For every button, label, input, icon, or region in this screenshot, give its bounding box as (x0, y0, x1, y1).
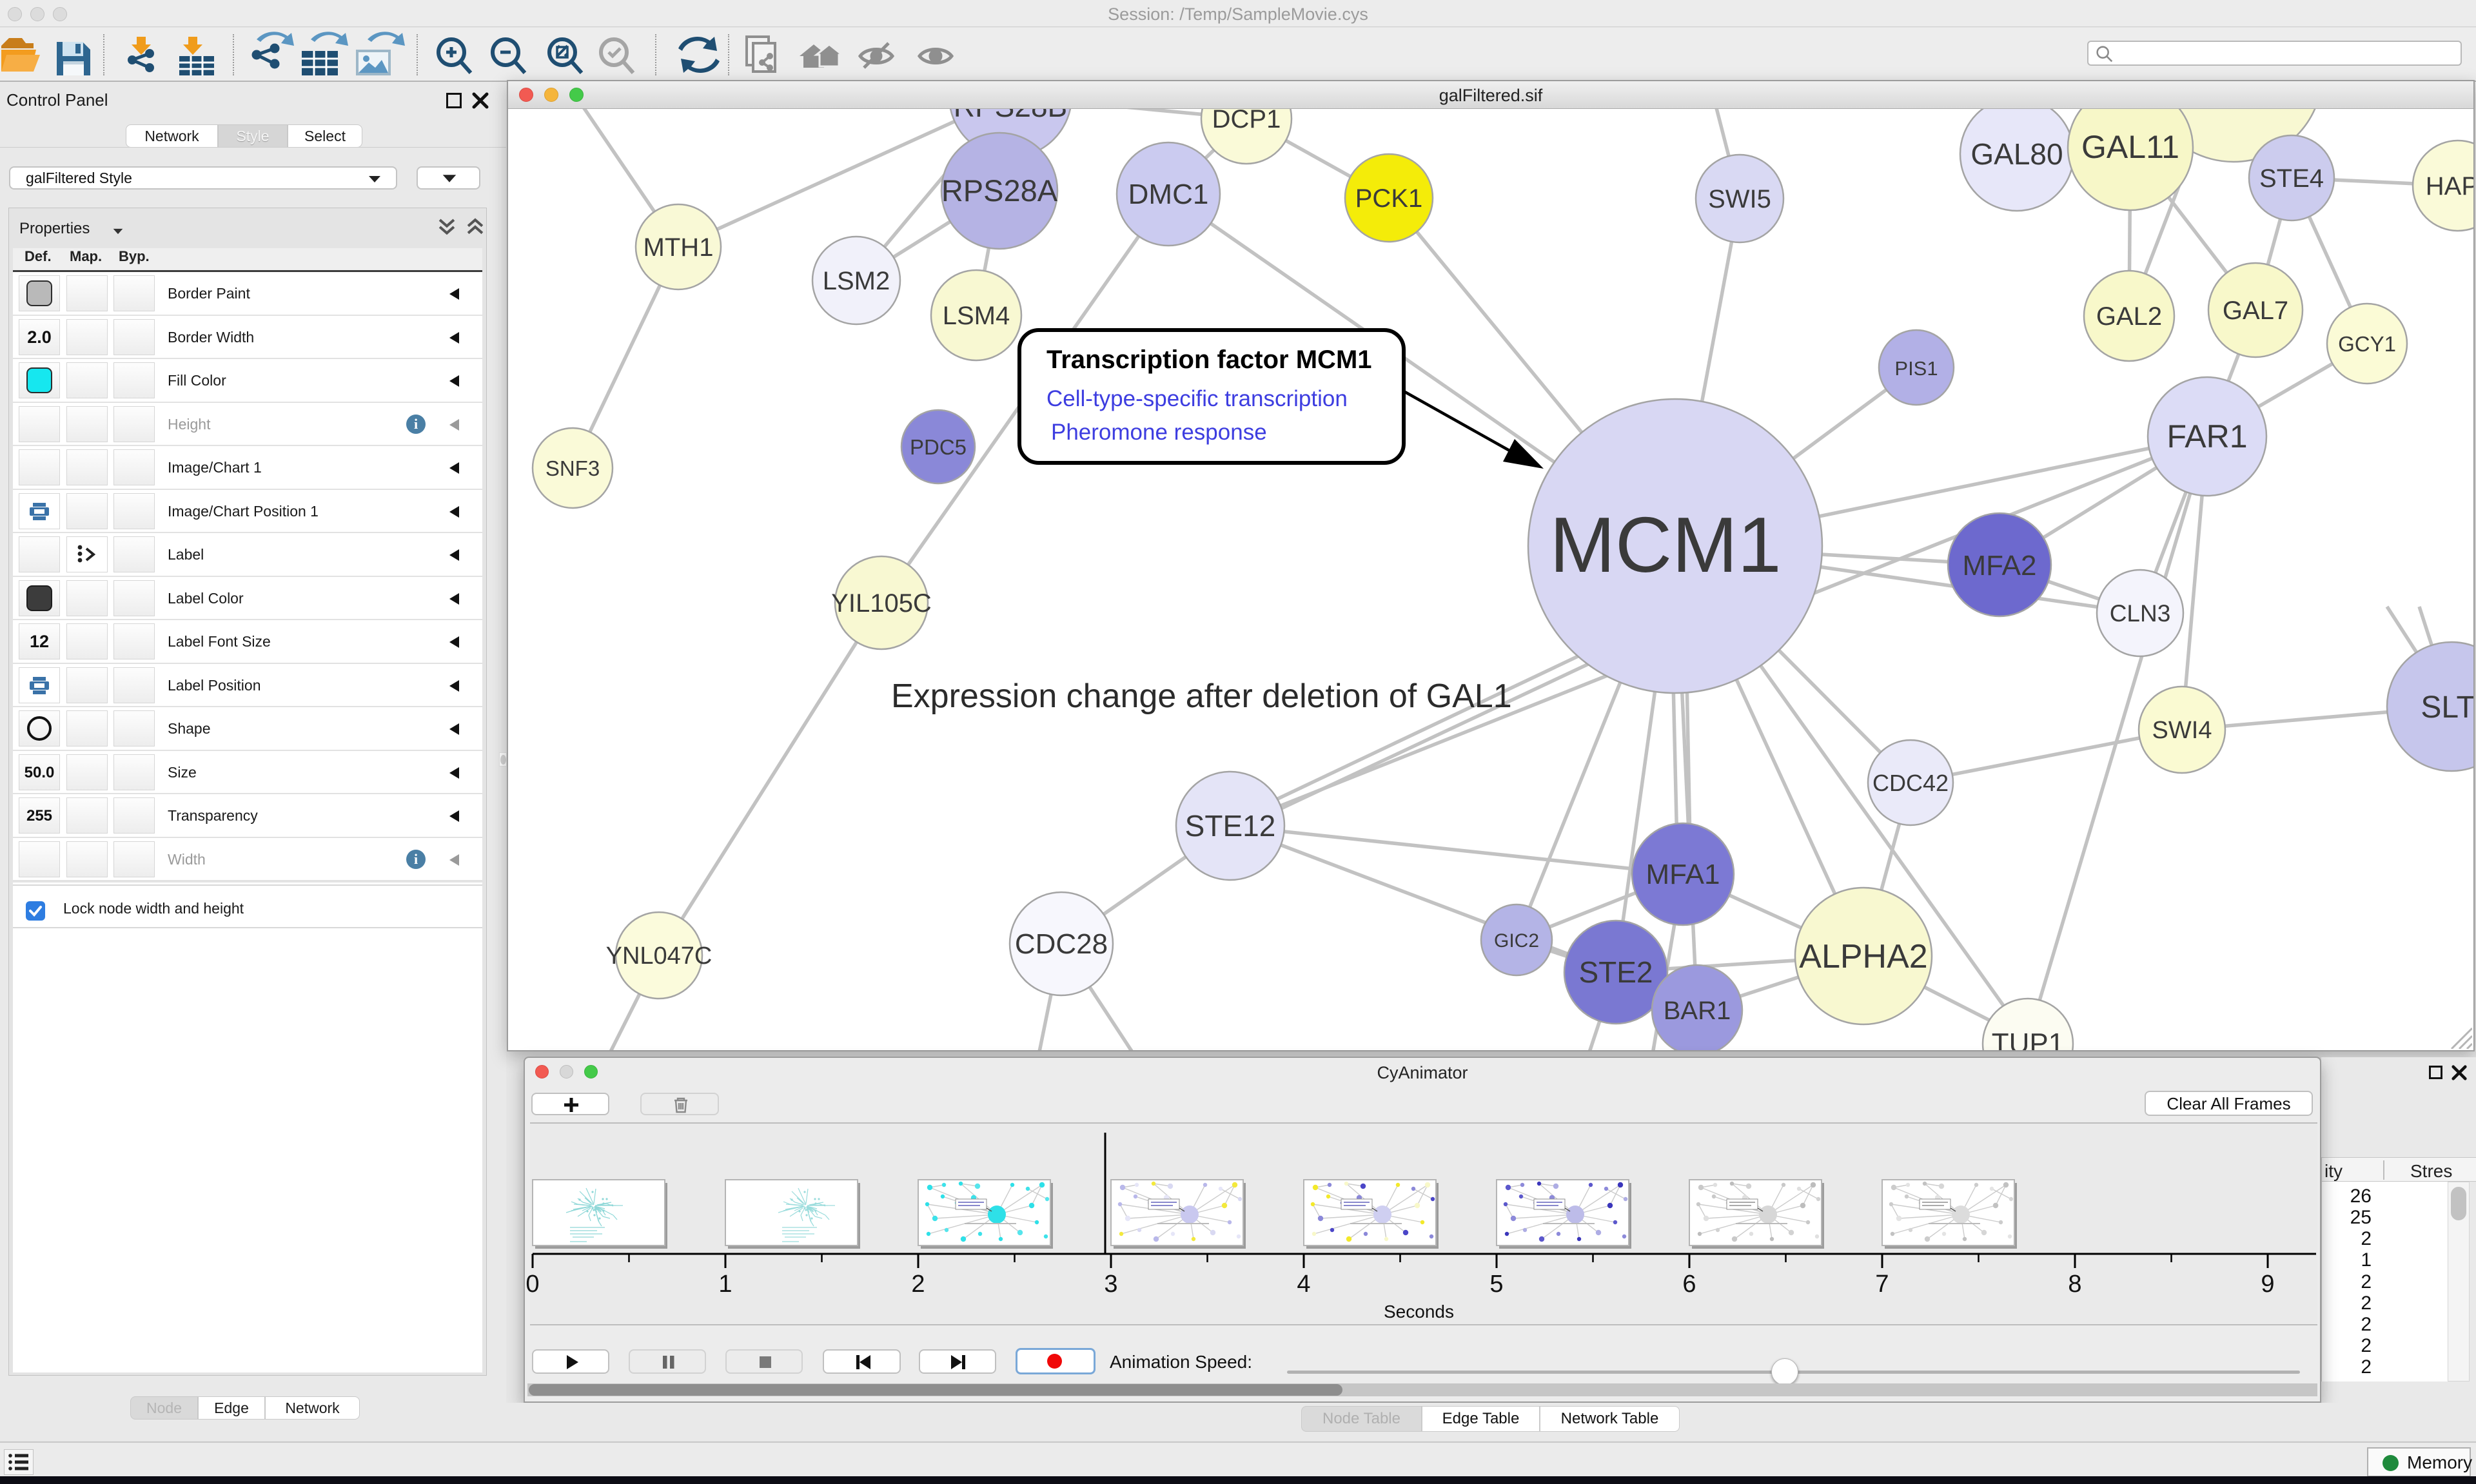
svg-text:SLT2: SLT2 (2421, 690, 2473, 725)
svg-text:PDC5: PDC5 (910, 435, 967, 459)
svg-text:GIC2: GIC2 (1494, 930, 1539, 952)
svg-text:RPS28A: RPS28A (941, 173, 1058, 208)
svg-text:LSM4: LSM4 (943, 302, 1010, 330)
svg-text:SWI4: SWI4 (2152, 717, 2212, 744)
svg-text:MFA2: MFA2 (1963, 550, 2037, 581)
svg-text:DMC1: DMC1 (1128, 179, 1209, 210)
svg-text:DCP1: DCP1 (1212, 109, 1281, 133)
svg-text:GAL7: GAL7 (2223, 297, 2288, 325)
svg-text:STE12: STE12 (1185, 809, 1276, 843)
svg-text:Expression change after deleti: Expression change after deletion of GAL1 (891, 678, 1512, 715)
svg-text:SNF3: SNF3 (545, 456, 600, 480)
svg-text:TUP1: TUP1 (1992, 1028, 2064, 1050)
svg-text:YIL105C: YIL105C (831, 589, 932, 618)
svg-text:GAL2: GAL2 (2096, 302, 2162, 331)
svg-text:STE4: STE4 (2259, 164, 2324, 193)
svg-text:PIS1: PIS1 (1894, 357, 1938, 380)
svg-text:MTH1: MTH1 (644, 233, 714, 262)
svg-text:BAR1: BAR1 (1664, 997, 1731, 1025)
svg-text:YNL047C: YNL047C (606, 942, 712, 970)
svg-text:Cell-type-specific transcripti: Cell-type-specific transcription (1046, 386, 1348, 411)
svg-text:RPS28B: RPS28B (954, 109, 1067, 123)
svg-text:GAL11: GAL11 (2081, 129, 2179, 165)
svg-text:CDC42: CDC42 (1872, 770, 1949, 796)
svg-text:FAR1: FAR1 (2166, 418, 2247, 454)
svg-text:SWI5: SWI5 (1708, 185, 1771, 213)
svg-text:PCK1: PCK1 (1355, 184, 1423, 213)
svg-text:LSM2: LSM2 (823, 267, 890, 295)
svg-text:MCM1: MCM1 (1549, 501, 1781, 589)
svg-text:HAP2: HAP2 (2426, 172, 2473, 200)
svg-text:MFA1: MFA1 (1646, 859, 1720, 890)
svg-text:STE2: STE2 (1578, 955, 1653, 989)
svg-text:GCY1: GCY1 (2338, 332, 2396, 356)
svg-text:CDC28: CDC28 (1015, 928, 1108, 960)
svg-text:GAL80: GAL80 (1970, 137, 2063, 171)
svg-text:CLN3: CLN3 (2110, 600, 2171, 627)
svg-text:ALPHA2: ALPHA2 (1799, 938, 1927, 975)
svg-text:Pheromone response: Pheromone response (1051, 420, 1267, 445)
svg-text:Transcription factor MCM1: Transcription factor MCM1 (1046, 346, 1372, 374)
